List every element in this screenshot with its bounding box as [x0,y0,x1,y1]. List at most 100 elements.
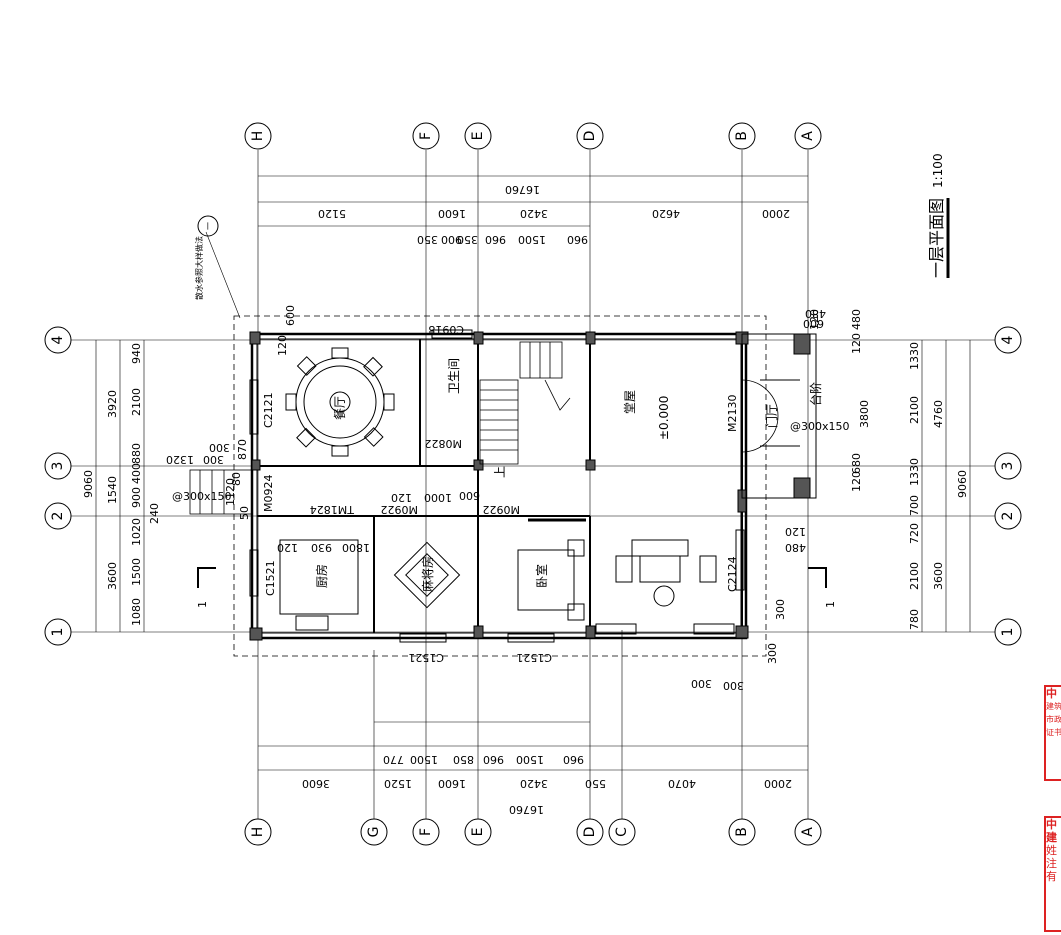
stamp-2-line: 有 [1046,870,1057,883]
mahjong-table [393,541,461,609]
misc-dim: 1800 [342,541,370,554]
label-c2124: C2124 [726,556,739,592]
axis-bubble-label: 1 [50,628,66,637]
bottom-seg-5: 4070 [668,777,696,790]
interior-walls [257,339,743,633]
room-dining: 餐厅 [332,396,347,420]
room-porch: 门厅 [764,404,779,428]
drainage-outline [233,315,767,657]
detail-callout [197,215,219,237]
stamp-1-line: 中 [1046,687,1057,700]
misc-dim: 600 [284,305,297,326]
misc-dim: 120 [785,525,806,538]
left-small-2: 1020 [130,518,143,546]
axis-bubble [44,326,72,354]
axis-bubble-label: 1 [1000,628,1016,637]
left-steps [189,469,253,515]
axis-bubble-label: B [734,131,750,141]
misc-dim: 300 [691,677,712,690]
misc-dim: 480 [785,541,806,554]
top-seg-1: 1600 [438,207,466,220]
plan-title: 一层平面图 [927,198,946,278]
axis-bubble [994,452,1022,480]
misc-dim: 870 [236,439,249,460]
porch [741,333,817,499]
left-small-3: 240 [148,503,161,524]
room-kitchen: 厨房 [314,564,329,588]
bottom-small-0: 770 [383,753,404,766]
right-seg-1: 4760 [932,400,945,428]
misc-dim: 300 [774,599,787,620]
stair-up: 上 [493,466,507,478]
bottom-small-5: 960 [563,753,584,766]
axis-bubble [44,618,72,646]
axis-bubble-label: A [800,827,816,837]
bottom-small-4: 1500 [516,753,544,766]
axis-bubble [994,502,1022,530]
stamp-1-line: 证书 [1046,728,1061,737]
bottom-seg-0: 3600 [302,777,330,790]
stamp-1-line: 市政 [1046,715,1061,724]
misc-dim: 680 [850,453,863,474]
axis-bubble-label: B [734,827,750,837]
left-small-8: 940 [130,343,143,364]
label-c1521a: C1521 [408,651,444,664]
axis-bubble [728,818,756,846]
top-seg-2: 3420 [520,207,548,220]
left-small-7: 2100 [130,388,143,416]
stamp-1: 中 建筑 市政 证书 [1044,685,1061,781]
misc-dim: 120 [391,491,412,504]
right-mid-dim: 3800 [858,400,871,428]
bottom-seg-4: 550 [585,777,606,790]
dining-chairs [285,347,395,457]
top-total-dim: 16760 [505,183,540,196]
axis-bubble [794,122,822,150]
stamp-2-line: 姓 [1046,844,1057,857]
axis-bubble-label: F [418,132,434,140]
misc-dim: 300 [723,679,744,692]
axis-bubble [576,818,604,846]
axis-bubble [412,818,440,846]
top-small-0: 350 [417,233,438,246]
steps-left: @300x150 [172,490,232,503]
misc-dim: 50 [238,506,251,520]
axis-bubble [994,326,1022,354]
axis-bubble [576,122,604,150]
axis-bubble [608,818,636,846]
bottom-total-dim: 16760 [509,803,544,816]
top-seg-3: 4620 [652,207,680,220]
bottom-seg-2: 1600 [438,777,466,790]
left-small-5: 400 [130,463,143,484]
misc-dim: 300 [766,643,779,664]
steps-right: @300x150 [790,420,850,433]
porch-step: 台阶 [808,382,823,406]
room-mahjong: 麻将房 [420,556,435,592]
axis-lines [70,150,1000,825]
drain-leader [205,231,241,319]
right-small-3: 700 [908,495,921,516]
axis-bubble [464,122,492,150]
left-small-1: 1500 [130,558,143,586]
label-m0922a: M0922 [381,503,419,516]
right-seg-0: 3600 [932,562,945,590]
top-small-4: 1500 [518,233,546,246]
axis-bubble [244,818,272,846]
axis-bubble-label: H [250,131,266,142]
misc-dim: 120 [850,471,863,492]
stamp-2-line: 中建 [1046,818,1057,844]
axis-bubble [412,122,440,150]
room-hall: 堂屋 [623,390,637,414]
stamp-1-line: 建筑 [1046,702,1061,711]
axis-bubble-label: E [470,828,486,837]
axis-bubble-label: 2 [1000,512,1016,521]
kitchen-stove [295,615,329,631]
label-m0922b: M0922 [483,503,521,516]
floor-level: ±0.000 [657,396,671,440]
room-bedroom: 卧室 [534,564,549,588]
left-small-6: 880 [130,443,143,464]
right-small-1: 2100 [908,562,921,590]
axis-bubble [44,452,72,480]
top-small-1: 900 [441,233,462,246]
right-small-2: 720 [908,523,921,544]
